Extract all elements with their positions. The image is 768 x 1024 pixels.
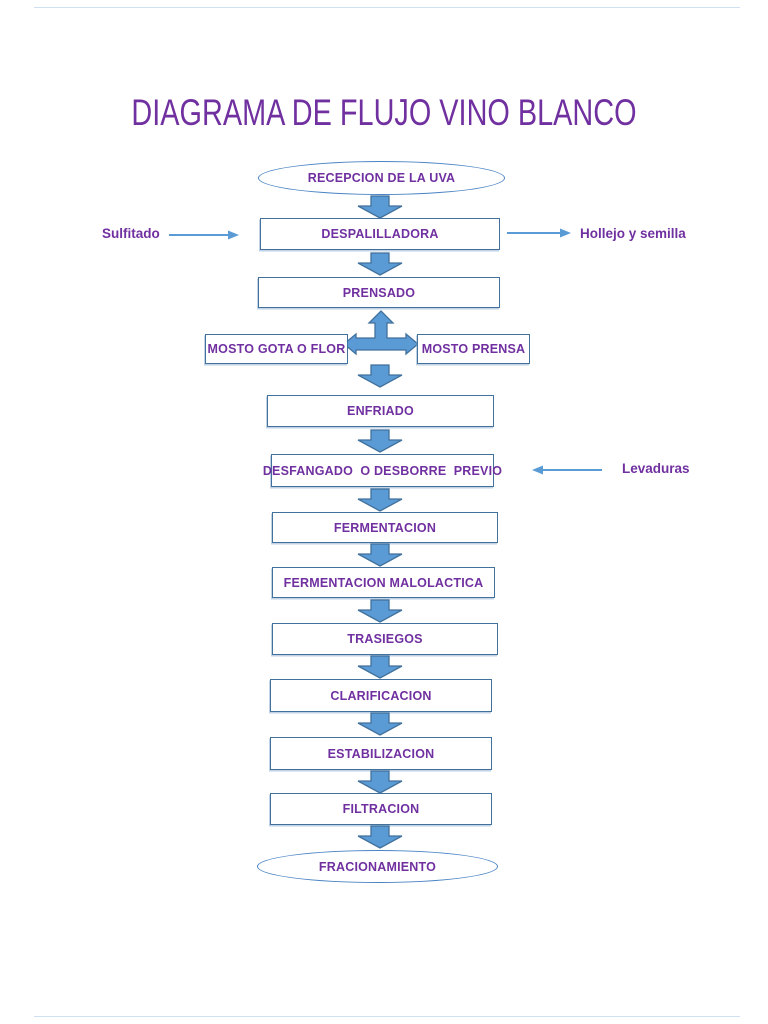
down-arrow-icon [357,429,403,453]
node-desfangado-o-desborre-previo: DESFANGADO O DESBORRE PREVIO [263,454,502,487]
down-arrow-icon [357,488,403,512]
three-way-arrow-icon [342,310,420,356]
node-mosto-prensa: MOSTO PRENSA [417,334,530,364]
node-fermentacion-malolactica: FERMENTACION MALOLACTICA [272,567,495,598]
node-despalilladora: DESPALILLADORA [260,218,500,250]
down-arrow-icon [357,712,403,736]
node-estabilizacion: ESTABILIZACION [270,737,492,770]
down-arrow-icon [357,364,403,388]
label-levaduras: Levaduras [622,461,690,476]
label-hollejo-y-semilla: Hollejo y semilla [580,226,686,241]
down-arrow-icon [357,825,403,849]
down-arrow-icon [357,252,403,276]
down-arrow-icon [357,770,403,794]
down-arrow-icon [357,195,403,219]
node-filtracion: FILTRACION [270,793,492,825]
node-enfriado: ENFRIADO [267,395,494,427]
node-mosto-gota-o-flor: MOSTO GOTA O FLOR [205,334,348,364]
page-top-rule [34,7,740,8]
node-recepcion-de-la-uva: RECEPCION DE LA UVA [258,161,505,195]
node-clarificacion: CLARIFICACION [270,679,492,712]
node-fermentacion: FERMENTACION [272,512,498,543]
node-prensado: PRENSADO [258,277,500,308]
down-arrow-icon [357,543,403,567]
down-arrow-icon [357,599,403,623]
node-trasiegos: TRASIEGOS [272,623,498,655]
node-fracionamiento: FRACIONAMIENTO [257,850,498,883]
right-arrow-icon [506,227,572,239]
down-arrow-icon [357,655,403,679]
page-title: DIAGRAMA DE FLUJO VINO BLANCO [131,92,637,133]
page-bottom-rule [34,1016,740,1017]
left-arrow-icon [531,464,603,476]
label-sulfitado: Sulfitado [102,226,160,241]
right-arrow-icon [168,229,240,241]
